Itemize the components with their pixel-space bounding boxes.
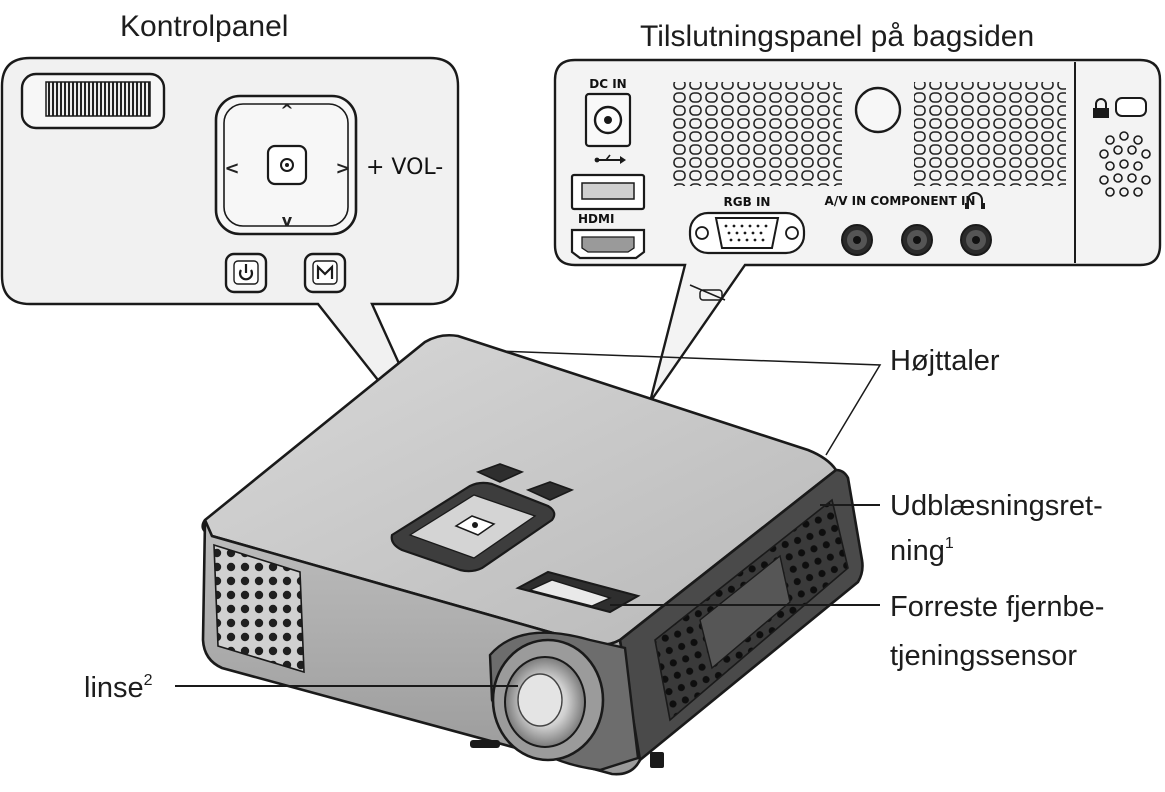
focus-knob: [22, 74, 164, 128]
rear-vent-left: [672, 82, 842, 186]
av-component-in-label: A/V IN COMPONENT IN: [825, 194, 976, 208]
down-arrow-icon[interactable]: v: [282, 211, 293, 230]
volume-label: + VOL-: [366, 155, 443, 180]
power-button[interactable]: [226, 254, 266, 292]
kensington-slot: [1116, 98, 1146, 116]
ok-button[interactable]: [268, 146, 306, 184]
speaker-label: Højttaler: [890, 345, 1000, 377]
lens-label: linse2: [84, 672, 153, 704]
headphone-jack[interactable]: [961, 225, 991, 255]
av-in-jack[interactable]: [842, 225, 872, 255]
menu-button[interactable]: [305, 254, 345, 292]
usb-port[interactable]: [572, 175, 644, 209]
sensor-label-line2: tjeningssensor: [890, 640, 1077, 672]
rear-vent-right: [914, 82, 1066, 186]
rear-panel-title: Tilslutningspanel på bagsiden: [640, 20, 1034, 53]
projector-body: [203, 335, 880, 774]
exhaust-label-line2: ning1: [890, 535, 954, 567]
sensor-label-line1: Forreste fjernbe-: [890, 591, 1104, 623]
hdmi-label: HDMI: [578, 212, 614, 226]
dc-in-label: DC IN: [589, 77, 626, 91]
rear-panel-callout: DC IN HDMI RGB IN: [555, 60, 1160, 402]
exhaust-label-line1: Udblæsningsret-: [890, 490, 1103, 522]
left-arrow-icon[interactable]: <: [224, 158, 239, 179]
lens: [493, 640, 603, 760]
right-arrow-icon[interactable]: >: [335, 158, 350, 179]
rear-ir-sensor: [856, 88, 900, 132]
up-arrow-icon[interactable]: ^: [280, 101, 293, 120]
hdmi-port[interactable]: [572, 230, 644, 258]
rgb-in-label: RGB IN: [724, 195, 771, 209]
control-panel-title: Kontrolpanel: [120, 10, 288, 43]
rgb-in-port[interactable]: [690, 213, 804, 253]
dc-in-port[interactable]: [586, 94, 630, 146]
component-in-jack[interactable]: [902, 225, 932, 255]
